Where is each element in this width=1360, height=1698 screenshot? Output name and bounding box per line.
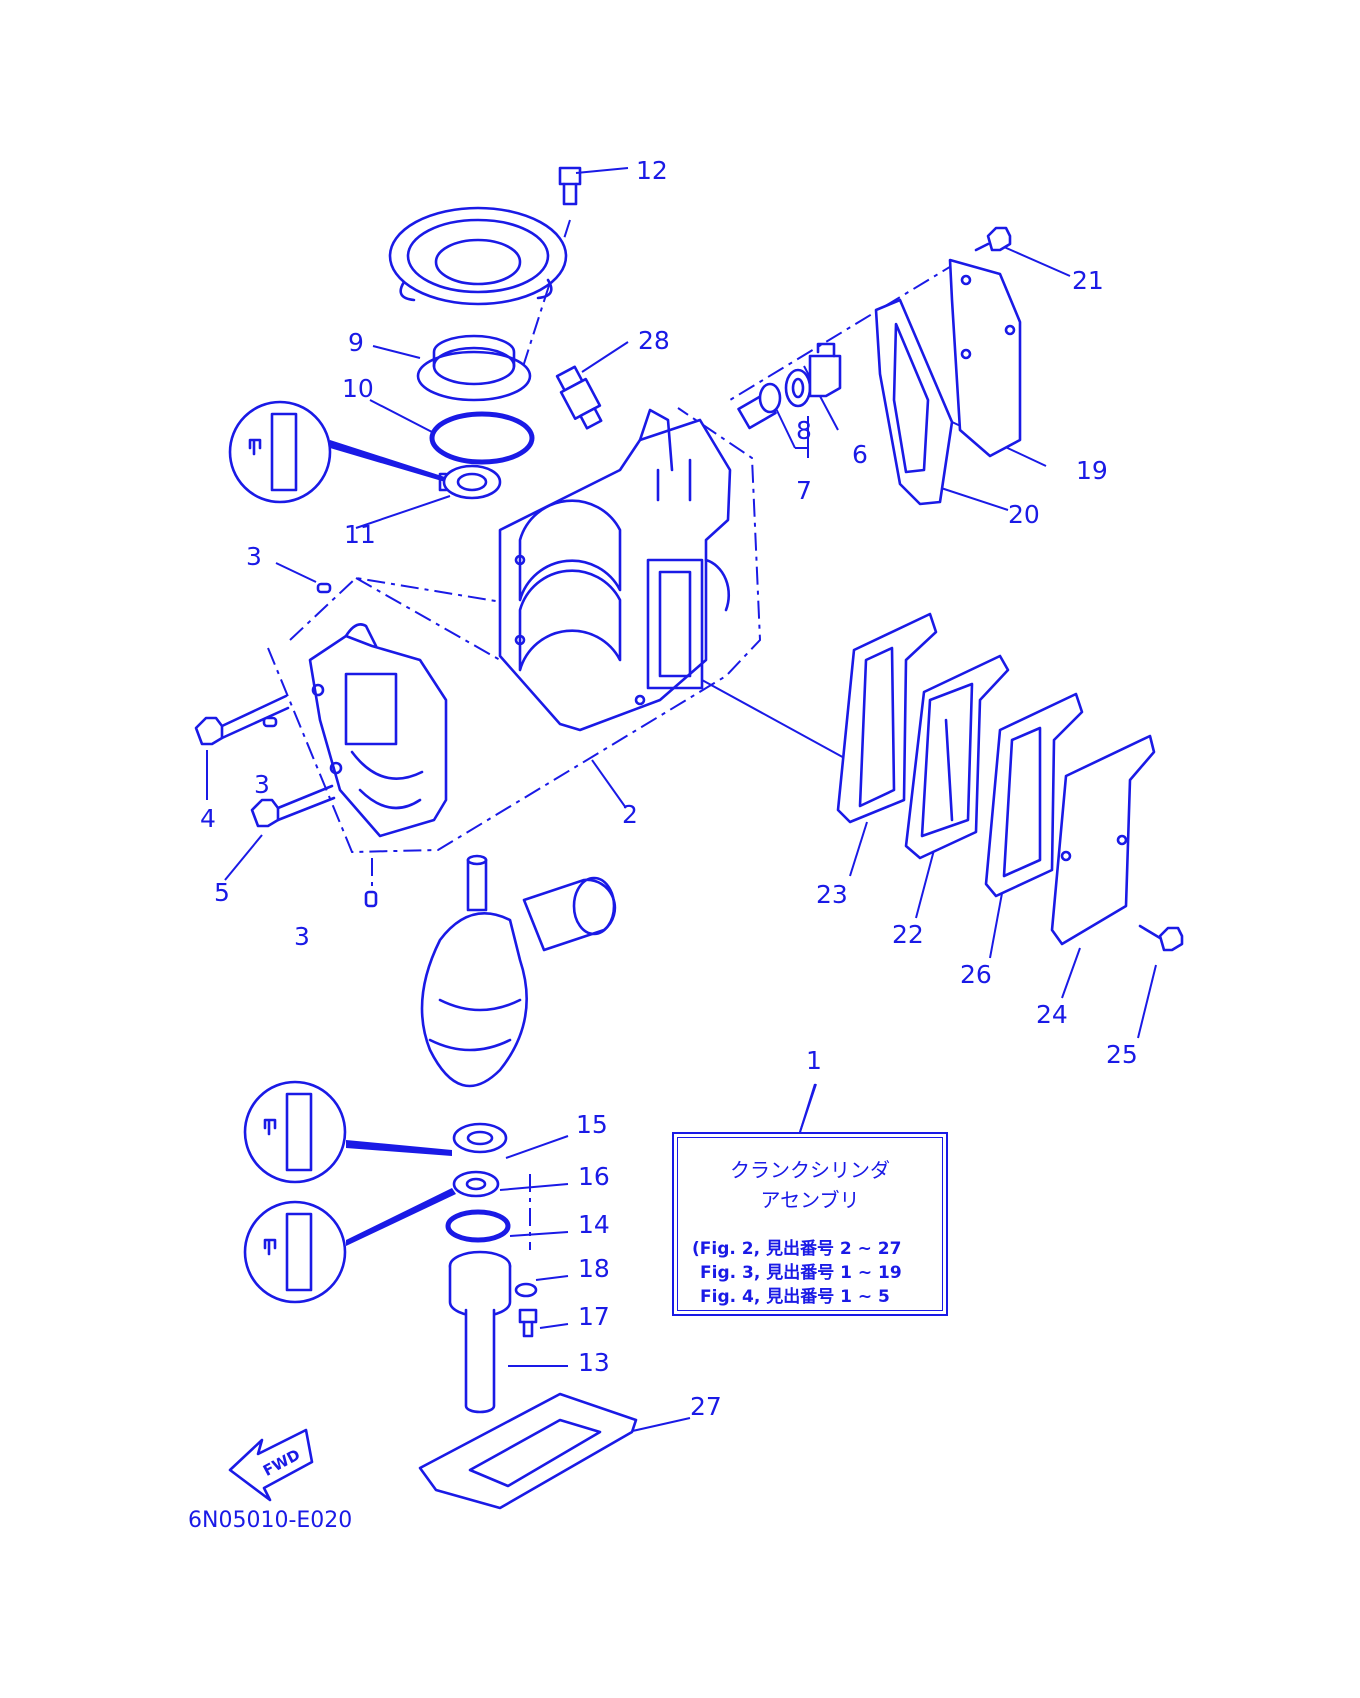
callout-24: 24 [1036,1000,1068,1029]
callout-26: 26 [960,960,992,989]
callout-11: 11 [344,520,376,549]
callout-14: 14 [578,1210,610,1239]
part-15-oil-seal [452,1122,508,1154]
seal-detail-circle-middle [243,1080,347,1184]
part-14-o-ring [445,1209,511,1243]
callout-5: 5 [214,878,230,907]
part-cover-plate [388,206,568,306]
callout-6: 6 [852,440,868,469]
figure-reference: (Fig. 2, 見出番号 2 ~ 27 [692,1239,902,1259]
part-3-dowel-pin [364,890,378,908]
part-20-gasket [874,298,954,506]
part-6-thermostat [808,342,842,398]
crankcase-half [308,623,448,838]
cylinder-block [498,408,732,732]
fwd-arrow: FWD [228,1428,314,1502]
callout-12: 12 [636,156,668,185]
callout-3: 3 [294,922,310,951]
callout-1: 1 [806,1046,822,1075]
callout-4: 4 [200,804,216,833]
callout-22: 22 [892,920,924,949]
part-21-bolt [974,226,1012,252]
part-18-washer [514,1282,538,1298]
alignment-lines [267,219,959,1250]
crankshaft [420,854,617,1088]
part-16-bearing [452,1170,500,1198]
part-27-gasket [418,1392,638,1510]
legend-box: クランクシリンダ アセンブリ (Fig. 2, 見出番号 2 ~ 27 Fig.… [672,1132,948,1316]
diagram-code: 6N05010-E020 [188,1508,353,1533]
part-24-plate [1050,734,1156,946]
callout-8: 8 [796,416,812,445]
part-25-bolt [1138,924,1184,952]
callout-3: 3 [254,770,270,799]
part-23-gasket [836,612,938,824]
part-26-gasket [984,692,1084,898]
part-17-screw [518,1308,538,1338]
part-3-dowel-pin [262,716,278,728]
callout-9: 9 [348,328,364,357]
callout-19: 19 [1076,456,1108,485]
part-12-bolt [558,166,582,206]
callout-28: 28 [638,326,670,355]
part-28-spark-plug [555,365,603,430]
seal-detail-circle-bottom [243,1200,347,1304]
part-19-cover [948,258,1022,458]
part-22-reed-valve [904,654,1010,860]
callout-7: 7 [796,476,812,505]
part-10-o-ring [429,411,535,465]
callout-10: 10 [342,374,374,403]
callout-17: 17 [578,1302,610,1331]
callout-18: 18 [578,1254,610,1283]
callout-23: 23 [816,880,848,909]
callout-16: 16 [578,1162,610,1191]
part-11-oil-seal [438,464,502,500]
assembly-name-line2: アセンブリ [760,1188,860,1212]
callout-25: 25 [1106,1040,1138,1069]
callout-3: 3 [246,542,262,571]
part-4-bolt [194,694,290,746]
callout-27: 27 [690,1392,722,1421]
part-7-valve [737,382,782,430]
part-5-bolt [250,784,336,828]
callout-21: 21 [1072,266,1104,295]
callout-20: 20 [1008,500,1040,529]
callout-13: 13 [578,1348,610,1377]
figure-reference: Fig. 3, 見出番号 1 ~ 19 [700,1263,902,1283]
callout-15: 15 [576,1110,608,1139]
legend-leader [799,1083,817,1133]
part-8-seal [784,368,812,408]
callout-2: 2 [622,800,638,829]
assembly-name-line1: クランクシリンダ [730,1158,890,1182]
seal-detail-circle-top [228,400,332,504]
figure-reference: Fig. 4, 見出番号 1 ~ 5 [700,1287,890,1307]
part-3-dowel-pin [316,582,332,594]
part-13-oil-pump-housing [448,1250,512,1414]
part-9-housing [416,334,532,402]
